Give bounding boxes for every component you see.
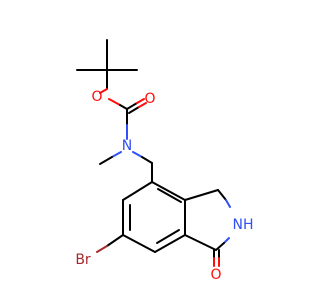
bond xyxy=(122,234,156,253)
benzene-ring xyxy=(122,181,186,253)
bond xyxy=(126,102,138,110)
bond xyxy=(154,234,186,253)
atom-label-lactam-oxygen: O xyxy=(210,267,221,283)
bond xyxy=(99,156,113,165)
atom-label-carbonyl-oxygen: O xyxy=(144,91,155,107)
bond xyxy=(225,199,231,208)
bond xyxy=(141,156,153,164)
bond xyxy=(122,181,153,201)
atom-label-bromine: Br xyxy=(75,252,91,268)
atom-label-ester-oxygen: O xyxy=(91,89,102,105)
bond xyxy=(111,151,122,158)
bond xyxy=(99,88,108,94)
structure-diagram: O O N NH Br O xyxy=(75,39,254,283)
bond xyxy=(184,189,219,201)
atom-label-amine-nitrogen: N xyxy=(122,138,132,154)
lactam-ring xyxy=(184,189,231,251)
bond xyxy=(157,188,182,203)
bond xyxy=(108,98,121,106)
bond xyxy=(156,229,180,244)
molecule-canvas: O O N NH Br O xyxy=(75,39,254,283)
tert-butyl-group xyxy=(76,39,138,83)
bond xyxy=(138,102,147,108)
atom-label-lactam-nh: NH xyxy=(233,217,254,233)
bond xyxy=(151,181,186,201)
bond xyxy=(215,242,225,251)
bond xyxy=(119,104,128,110)
bond xyxy=(223,237,230,244)
bond xyxy=(106,234,124,247)
bond xyxy=(184,234,217,251)
bond xyxy=(128,106,140,114)
bond xyxy=(96,245,108,253)
bond xyxy=(136,98,145,104)
bond xyxy=(132,151,143,158)
bond xyxy=(217,189,227,201)
